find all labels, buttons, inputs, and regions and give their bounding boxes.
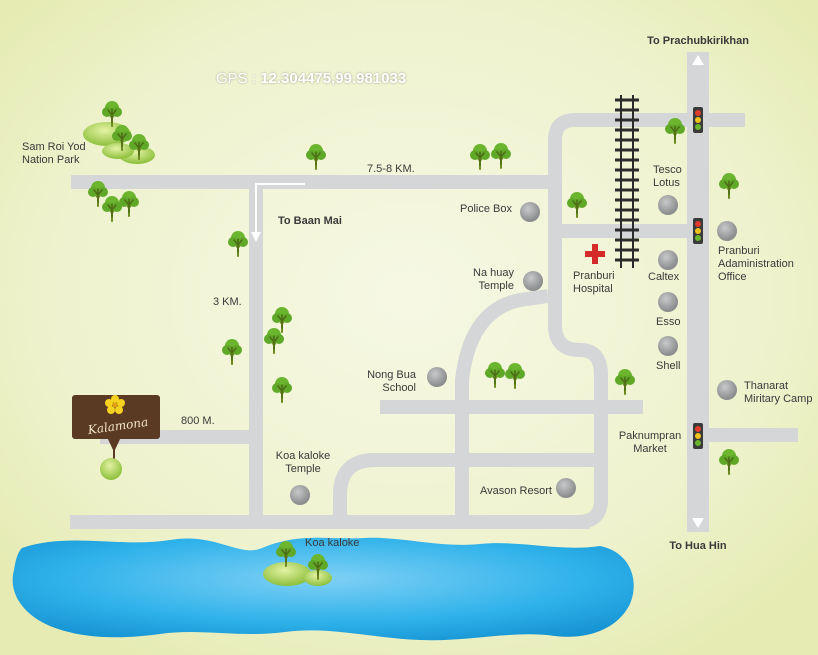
koa-kaloke-temple-label: Koa kaloke Temple	[275, 450, 331, 475]
caltex-label: Caltex	[648, 271, 680, 283]
flower-logo-icon	[105, 395, 125, 414]
koa-kaloke-label: Koa kaloke	[305, 537, 360, 549]
koa-kaloke-island-icon	[263, 540, 332, 586]
nong-bua-school-label: Nong Bua School	[367, 369, 416, 394]
thanarat-camp-label: Thanarat Miritary Camp	[744, 380, 813, 405]
road-highway-link	[548, 113, 745, 529]
traffic-light-icon	[693, 218, 703, 244]
traffic-light-icon	[693, 423, 703, 449]
pranburi-admin-label: Pranburi Adaministration Office	[718, 245, 794, 283]
paknumpran-market-label: Paknumpran Market	[618, 430, 682, 455]
koa-kaloke-temple-marker	[290, 485, 310, 505]
tesco-lotus-label: Tesco Lotus	[653, 164, 682, 189]
thanarat-camp-marker	[717, 380, 737, 400]
sea	[12, 537, 634, 641]
avason-resort-label: Avason Resort	[480, 485, 552, 497]
esso-label: Esso	[656, 316, 681, 328]
tesco-lotus-marker	[658, 195, 678, 215]
na-huay-temple-label: Na huay Temple	[473, 267, 514, 292]
gps-value: 12.304475,99.981033	[260, 70, 407, 87]
south-arrow-icon	[692, 518, 704, 528]
turn-arrow-icon	[255, 183, 305, 236]
road-na-huay-curve	[455, 289, 549, 522]
baan-mai-direction-label: To Baan Mai	[278, 215, 342, 227]
gps-label: GPS :	[216, 70, 257, 87]
hotel-logo-sign	[72, 395, 160, 480]
nong-bua-school-marker	[427, 367, 447, 387]
hospital-cross-icon	[585, 244, 605, 264]
place-markers	[290, 195, 737, 505]
shell-label: Shell	[656, 360, 681, 372]
distance-main-road: 7.5-8 KM.	[367, 163, 415, 175]
pranburi-admin-marker	[717, 221, 737, 241]
avason-resort-marker	[556, 478, 576, 498]
esso-marker	[658, 292, 678, 312]
south-direction-label: To Hua Hin	[669, 540, 727, 552]
sam-roi-yod-park-icon	[83, 100, 155, 164]
gps-coordinates: GPS : 12.304475,99.981033	[216, 70, 406, 87]
traffic-light-icon	[693, 107, 703, 133]
north-arrow-icon	[692, 55, 704, 65]
railway-track-icon	[615, 95, 639, 268]
police-box-label: Police Box	[460, 203, 512, 215]
north-direction-label: To Prachubkirikhan	[647, 35, 749, 47]
sam-roi-yod-label: Sam Roi Yod Nation Park	[22, 141, 86, 166]
distance-hotel-road: 800 M.	[181, 415, 215, 427]
road-koa-kaloke-temple	[333, 453, 601, 522]
pranburi-hospital-label: Pranburi Hospital	[573, 270, 615, 295]
na-huay-temple-marker	[523, 271, 543, 291]
police-box-marker	[520, 202, 540, 222]
caltex-marker	[658, 250, 678, 270]
shell-marker	[658, 336, 678, 356]
distance-side-road: 3 KM.	[213, 296, 242, 308]
